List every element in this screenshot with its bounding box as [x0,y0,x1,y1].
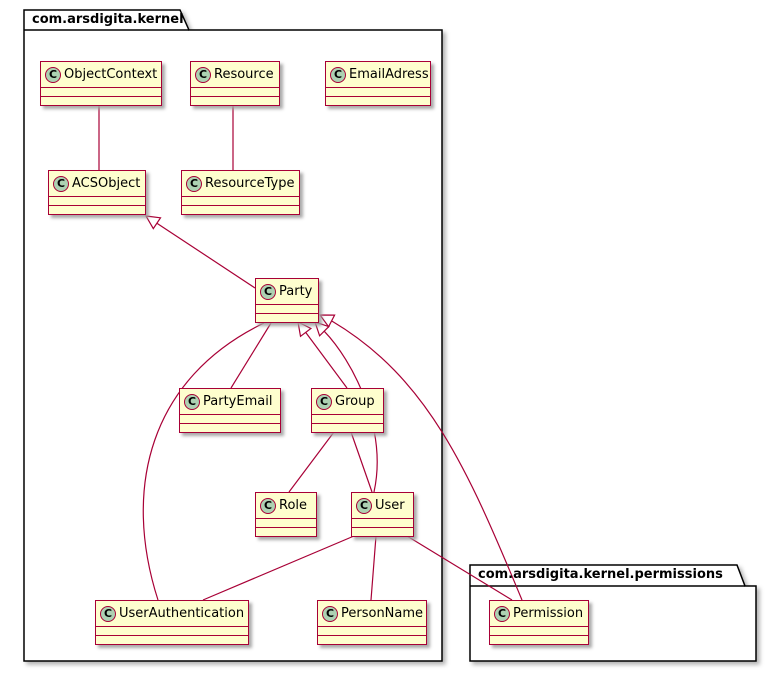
attributes-compartment [191,87,279,96]
attributes-compartment [326,87,430,96]
attributes-compartment [352,518,413,527]
edge-user-personname [370,535,377,601]
class-icon: C [260,497,276,514]
class-header: C Role [256,493,316,518]
class-header: C Group [312,389,383,414]
class-icon: C [184,393,200,410]
class-header: C ResourceType [182,171,299,196]
attributes-compartment [96,626,248,635]
attributes-compartment [490,626,588,635]
attributes-compartment [318,626,426,635]
class-name: ACSObject [72,176,141,191]
methods-compartment [256,313,318,322]
class-icon: C [260,283,276,300]
edge-user-permission [406,535,513,601]
class-header: C PartyEmail [180,389,280,414]
class-group: C Group [311,388,384,433]
methods-compartment [352,527,413,536]
class-permission: C Permission [489,600,589,645]
class-name: Permission [513,606,584,621]
class-name: Resource [214,67,274,82]
class-header: C ACSObject [49,171,145,196]
attributes-compartment [312,414,383,423]
class-name: User [375,498,405,513]
edge-party-acsobject [156,222,256,289]
edge-partyemail-party [230,322,272,389]
package-permissions-title: com.arsdigita.kernel.permissions [478,567,723,582]
class-icon: C [322,605,338,622]
class-resource: C Resource [190,61,280,106]
class-header: C User [352,493,413,518]
methods-compartment [326,96,430,105]
methods-compartment [182,205,299,214]
class-name: PersonName [341,606,424,621]
class-icon: C [186,175,202,192]
methods-compartment [49,205,145,214]
methods-compartment [318,635,426,644]
methods-compartment [41,96,161,105]
class-header: C UserAuthentication [96,601,248,626]
methods-compartment [191,96,279,105]
attributes-compartment [256,518,316,527]
class-header: C PersonName [318,601,426,626]
arrowhead-party-acsobject [144,215,162,230]
class-name: Group [335,394,375,409]
class-emailadress: C EmailAdress [325,61,431,106]
class-name: Party [279,284,313,299]
edge-group-role [288,431,335,493]
class-icon: C [356,497,372,514]
class-header: C Permission [490,601,588,626]
class-name: ResourceType [205,176,295,191]
attributes-compartment [182,196,299,205]
class-icon: C [195,66,211,83]
edge-userauthentication-party [142,322,265,601]
attributes-compartment [256,304,318,313]
class-personname: C PersonName [317,600,427,645]
class-party: C Party [255,278,319,323]
class-name: Role [279,498,308,513]
edge-user-userauthentication [202,535,355,601]
class-user: C User [351,492,414,537]
arrowhead-permission-party [318,314,336,328]
class-icon: C [53,175,69,192]
class-name: ObjectContext [64,67,158,82]
class-acsobject: C ACSObject [48,170,146,215]
package-kernel-title: com.arsdigita.kernel [32,12,184,27]
class-partyemail: C PartyEmail [179,388,281,433]
edge-group-party [305,332,348,389]
class-name: UserAuthentication [119,606,245,621]
class-role: C Role [255,492,317,537]
class-icon: C [316,393,332,410]
arrowhead-user-party [314,321,330,337]
methods-compartment [312,423,383,432]
attributes-compartment [49,196,145,205]
class-icon: C [494,605,510,622]
class-header: C ObjectContext [41,62,161,87]
methods-compartment [96,635,248,644]
class-icon: C [330,66,346,83]
class-header: C Resource [191,62,279,87]
edge-group-user [350,431,373,493]
class-header: C Party [256,279,318,304]
attributes-compartment [41,87,161,96]
class-resourcetype: C ResourceType [181,170,300,215]
edge-permission-party [331,320,523,601]
methods-compartment [256,527,316,536]
class-header: C EmailAdress [326,62,430,87]
arrowhead-group-party [297,320,313,338]
class-icon: C [100,605,116,622]
class-objectcontext: C ObjectContext [40,61,162,106]
class-name: PartyEmail [203,394,273,409]
class-name: EmailAdress [349,67,429,82]
methods-compartment [490,635,588,644]
class-icon: C [45,66,61,83]
attributes-compartment [180,414,280,423]
methods-compartment [180,423,280,432]
class-userauthentication: C UserAuthentication [95,600,249,645]
